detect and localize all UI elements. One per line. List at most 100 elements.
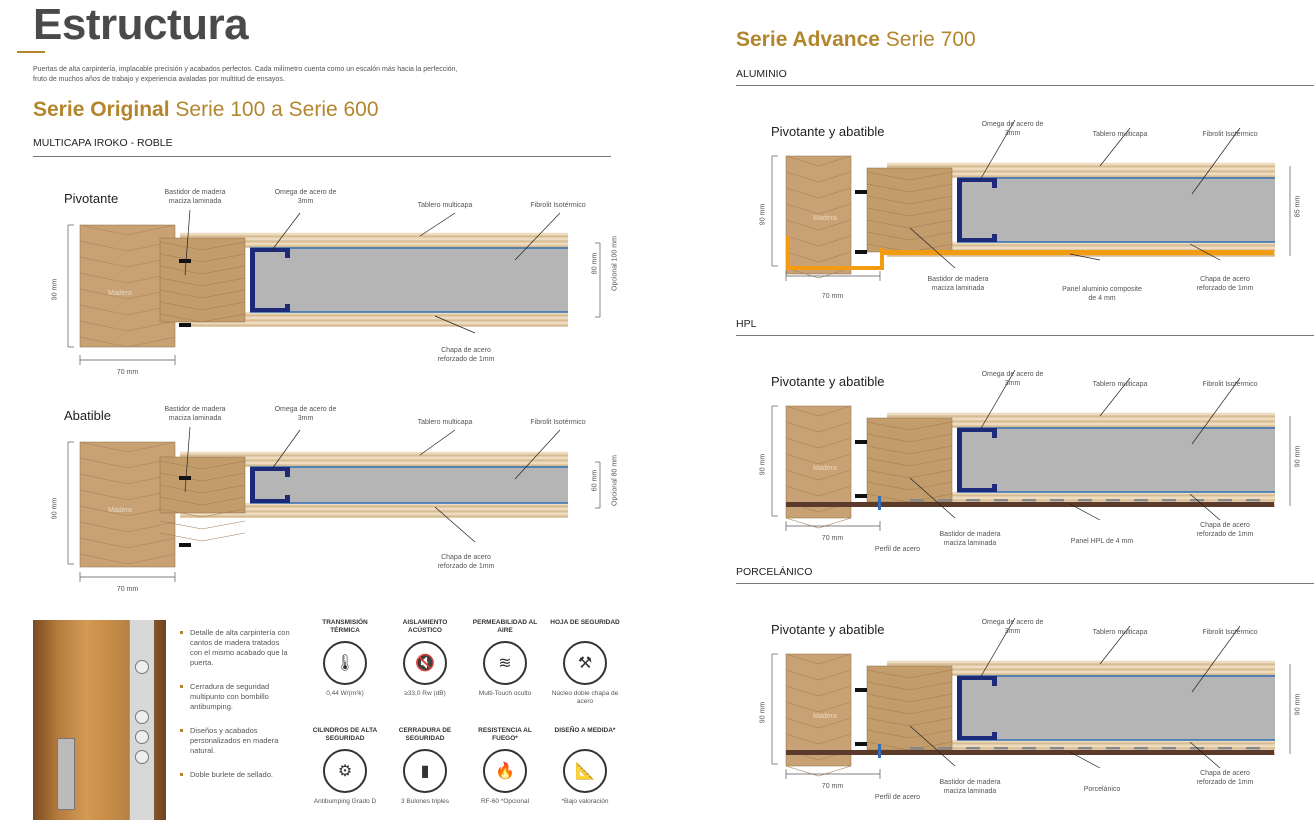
bastidor [866,417,953,503]
section-divider [736,85,1314,86]
madera-label: Madera [813,465,837,472]
feature-title: AISLAMIENTO ACÚSTICO [402,619,448,634]
feature-drill: CILINDROS DE ALTA SEGURIDAD⚙Antibumping … [310,727,380,806]
bastidor-label: Bastidor de madera maciza laminada [927,276,989,292]
thickness-dim-label: 90 mm [1294,445,1302,468]
section-heading: HPL [736,318,757,330]
perfil-label: Perfil de acero [874,794,921,801]
chapa-label: Chapa de acero reforzado de 1mm [1196,276,1254,292]
bullet-item: Doble burlete de sellado. [180,770,290,780]
door-section-diagram [67,426,601,582]
panel-label: Panel aluminio composite de 4 mm [1062,286,1142,302]
feature-ruler-pencil: DISEÑO A MEDIDA* 📐 *Bajo valoración [550,727,620,806]
cladding-panel [786,750,1274,755]
feature-value: ≥33,0 Rw (dB) [404,690,446,697]
madera-block [79,224,176,348]
madera-block [785,155,852,275]
omega-label: Omega de acero de 3mm [981,121,1044,137]
width-dim-label: 70 mm [821,783,844,790]
feature-value: Multi-Touch oculto [478,690,532,697]
fibrolit-core [957,428,1275,492]
height-dim-label: 90 mm [51,497,59,520]
bastidor-label: Bastidor de madera maciza laminada [164,189,226,205]
feature-thermometer: TRANSMISIÓN TÉRMICA🌡0,44 W/(m²k) [310,619,380,698]
height-dim-label: 90 mm [759,453,767,476]
height-dim-label: 90 mm [51,278,59,301]
thickness-dim-label: 85 mm [1294,195,1302,218]
diagram-title: Abatible [64,408,111,423]
tablero-label: Tablero multicapa [417,419,473,426]
madera-block [785,405,852,519]
madera-label: Madera [813,215,837,222]
feature-title: PERMEABILIDAD AL AIRE [472,619,538,634]
fibrolit-core [957,676,1275,740]
omega-label: Omega de acero de 3mm [981,619,1044,635]
feature-title: CERRADURA DE SEGURIDAD [398,727,452,742]
flame-icon: 🔥 [483,749,527,793]
feature-hammer: HOJA DE SEGURIDAD⚒Núcleo doble chapa de … [550,619,620,706]
divider [33,156,611,157]
width-dim-label: 70 mm [116,586,139,593]
thermometer-icon: 🌡 [323,641,367,685]
fibrolit-label: Fibrolit Isotérmico [1202,629,1258,636]
perfil-label: Perfil de acero [874,546,921,553]
thickness-dim-label: 80 mm [591,252,599,275]
tablero-label: Tablero multicapa [1092,381,1148,388]
door-lock-photo [33,620,166,820]
omega-label: Omega de acero de 3mm [274,406,337,422]
thickness-dim-label: 90 mm [1294,693,1302,716]
bullet-item: Detalle de alta carpintería con cantos d… [180,628,290,668]
serie-original-heading: Serie Original Serie 100 a Serie 600 [33,98,379,121]
feature-flame: RESISTENCIA AL FUEGO* 🔥 RF-60 *Opcional [470,727,540,806]
width-dim-label: 70 mm [821,293,844,300]
tablero-label: Tablero multicapa [1092,629,1148,636]
ruler-pencil-icon: 📐 [563,749,607,793]
width-dim-label: 70 mm [116,369,139,376]
chapa-label: Chapa de acero reforzado de 1mm [437,554,495,570]
tablero-label: Tablero multicapa [1092,131,1148,138]
madera-label: Madera [813,713,837,720]
page-title: Estructura [33,0,249,49]
diagram-title: Pivotante [64,191,119,206]
serie-original-subtitle: MULTICAPA IROKO - ROBLE [33,137,173,149]
door-section-diagram [771,119,1291,281]
bastidor [159,456,246,514]
width-dim-label: 70 mm [821,535,844,542]
feature-title: HOJA DE SEGURIDAD [550,619,620,626]
section-divider [736,583,1314,584]
omega-steel [957,428,997,492]
omega-steel [250,467,290,503]
bullet-item: Diseños y acabados personalizados en mad… [180,726,290,756]
feature-value: Núcleo doble chapa de acero [551,690,619,705]
feature-title: DISEÑO A MEDIDA* [554,727,616,734]
fibrolit-core [250,467,568,503]
feature-value: 0,44 W/(m²k) [326,690,364,697]
thickness-dim-label: 60 mm [591,469,599,492]
feature-value: RF-60 *Opcional [480,798,530,805]
omega-steel [957,178,997,242]
fibrolit-core [250,248,568,312]
height-dim-label: 90 mm [759,203,767,226]
feature-wind: PERMEABILIDAD AL AIRE ≋ Multi-Touch oculto [470,619,540,698]
feature-title: RESISTENCIA AL FUEGO* [478,727,532,742]
bastidor [159,237,246,323]
wind-icon: ≋ [483,641,527,685]
diagram-title: Pivotante y abatible [771,374,885,389]
height-dim-label: 90 mm [759,701,767,724]
bastidor [866,167,953,253]
omega-steel [957,676,997,740]
chapa-label: Chapa de acero reforzado de 1mm [1196,770,1254,786]
madera-label: Madera [108,507,132,514]
madera-block [785,653,852,767]
thickness-optional-label: Opcional 80 mm [611,455,619,506]
fibrolit-core [957,178,1275,242]
tablero-label: Tablero multicapa [417,202,473,209]
chapa-label: Chapa de acero reforzado de 1mm [1196,522,1254,538]
door-section-diagram [771,617,1291,779]
feature-value: *Bajo valoración [561,798,609,805]
fibrolit-label: Fibrolit Isotérmico [530,202,586,209]
drill-icon: ⚙ [323,749,367,793]
bastidor-label: Bastidor de madera maciza laminada [939,779,1001,795]
fibrolit-label: Fibrolit Isotérmico [1202,131,1258,138]
feature-value: 3 Bulones triples [400,798,450,805]
